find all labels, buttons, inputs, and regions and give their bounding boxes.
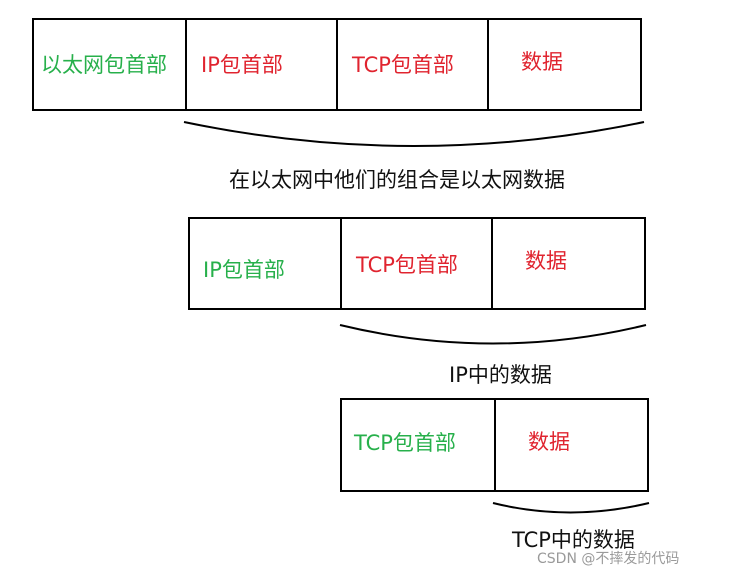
tcp-header-label: TCP包首部	[354, 431, 456, 455]
ip-header-label: IP包首部	[203, 258, 285, 282]
data-cell: 数据	[493, 219, 644, 308]
ethernet-frame-row: 以太网包首部 IP包首部 TCP包首部 数据	[32, 18, 642, 111]
ethernet-data-caption: 在以太网中他们的组合是以太网数据	[229, 168, 565, 192]
tcp-segment-row: TCP包首部 数据	[340, 398, 649, 492]
ip-header-cell: IP包首部	[187, 20, 338, 109]
ethernet-header-cell: 以太网包首部	[34, 20, 187, 109]
ethernet-data-brace	[183, 121, 645, 147]
csdn-watermark: CSDN @不摔发的代码	[537, 551, 680, 567]
tcp-data-caption: TCP中的数据	[512, 528, 635, 552]
tcp-header-label: TCP包首部	[352, 53, 454, 77]
ip-data-brace	[339, 324, 647, 345]
data-label: 数据	[521, 50, 563, 74]
tcp-header-label: TCP包首部	[356, 253, 458, 277]
tcp-header-cell: TCP包首部	[338, 20, 489, 109]
tcp-data-brace	[492, 502, 650, 514]
data-cell: 数据	[489, 20, 640, 109]
tcp-header-cell: TCP包首部	[342, 219, 493, 308]
data-label: 数据	[528, 430, 570, 454]
ip-header-label: IP包首部	[201, 53, 283, 77]
tcp-header-cell: TCP包首部	[342, 400, 496, 490]
ip-header-cell: IP包首部	[190, 219, 342, 308]
ip-data-caption: IP中的数据	[449, 363, 552, 387]
data-cell: 数据	[496, 400, 647, 490]
data-label: 数据	[525, 249, 567, 273]
ethernet-header-label: 以太网包首部	[41, 53, 167, 77]
ip-packet-row: IP包首部 TCP包首部 数据	[188, 217, 646, 310]
